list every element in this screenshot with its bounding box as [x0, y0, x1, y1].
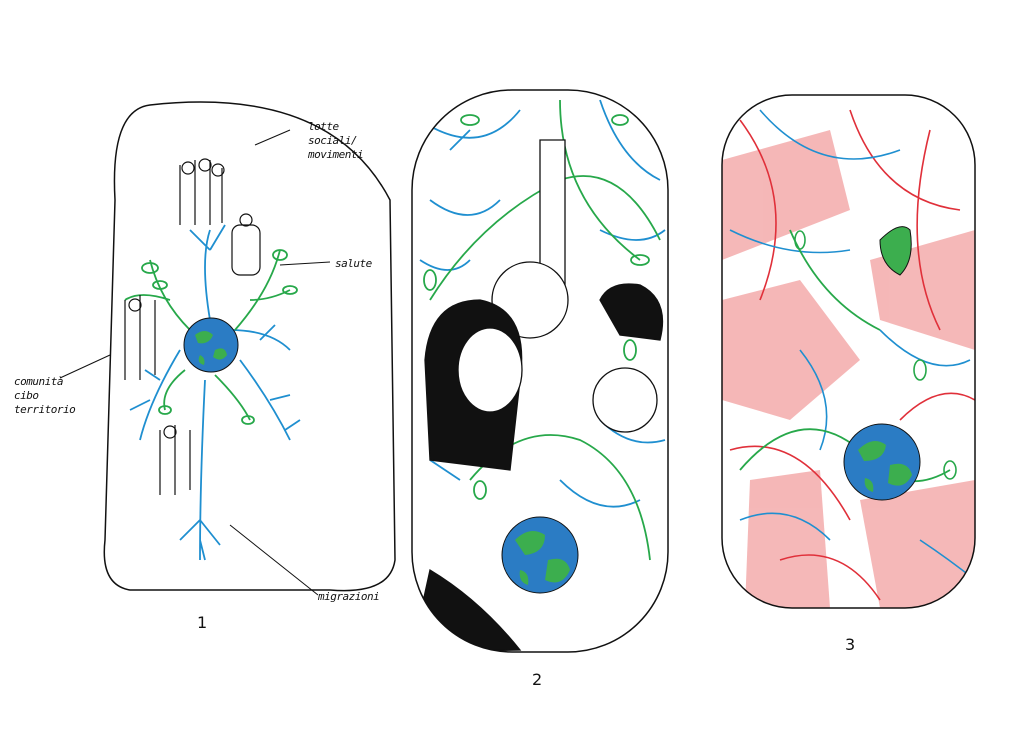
panel-number-2: 2: [532, 670, 543, 689]
globe-1: [183, 317, 239, 373]
label-health: salute: [335, 257, 372, 270]
label-leader-lines: [59, 129, 331, 596]
people-groups: [124, 158, 261, 495]
panel-1: [59, 101, 396, 596]
pink-arms: [722, 130, 975, 608]
green-vines: [124, 249, 298, 425]
label-social-movements: lotte sociali/ movimenti: [308, 120, 364, 161]
panel-number-1: 1: [197, 613, 208, 632]
red-veins: [729, 109, 975, 601]
blue-veins: [729, 109, 975, 581]
panel-number-3: 3: [845, 635, 856, 654]
globe-2: [501, 516, 579, 594]
label-migrations: migrazioni: [318, 590, 380, 603]
label-community-food-territory: comunità cibo territorio: [14, 375, 76, 416]
panel-3: [721, 94, 976, 609]
green-sprout: [879, 226, 912, 276]
blue-roots: [129, 224, 301, 561]
globe-3: [843, 423, 921, 501]
panel-2: [411, 89, 669, 653]
